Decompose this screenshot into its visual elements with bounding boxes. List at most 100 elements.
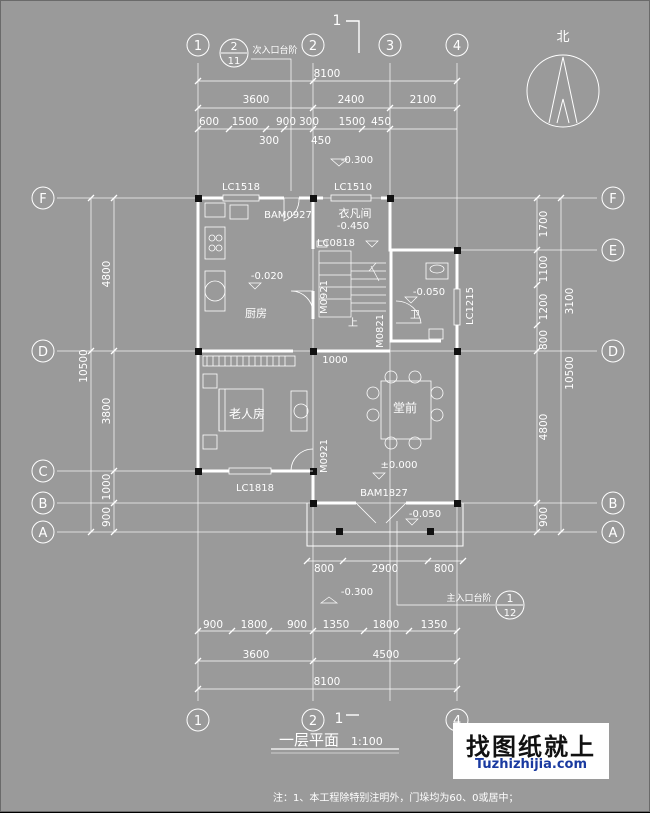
main-entry-ref-den: 12 [504,608,517,619]
elev-wc: -0.050 [413,287,445,298]
dim-top-d6: 450 [371,116,391,128]
axis-left-D: D [38,345,48,360]
dim-right-3100: 3100 [564,288,576,315]
axis-top-4: 4 [453,39,461,54]
room-elder: 老人房 [229,406,265,421]
axis-top-2-sub-den: 11 [228,56,241,67]
dim-top-total: 8100 [314,68,341,80]
axis-left-F: F [39,192,46,207]
dim-right-4800: 4800 [538,414,550,441]
dimension-texts: 8100 3600 2400 2100 600 1500 900 300 150… [199,68,454,688]
dim-left-1000: 1000 [101,474,113,501]
dim-top-d1: 600 [199,116,219,128]
axis-right-F: F [609,192,616,207]
door-bam1827: BAM1827 [360,488,408,499]
room-hall: 堂前 [393,400,417,415]
main-entry-ref-num: 1 [507,592,514,605]
dimension-texts-vertical: 10500 4800 3800 1000 900 1700 1100 1200 … [78,211,576,527]
dim-bot-d4: 1350 [323,619,350,631]
elev-top: -0.300 [341,155,373,166]
dim-porch-1: 800 [314,563,334,575]
dim-left-total: 10500 [78,349,90,382]
doors [283,197,422,524]
elev-porch: -0.050 [409,509,441,520]
dim-right-1200: 1200 [538,294,550,321]
axis-bottom-2: 2 [309,714,317,729]
dim-top-d8: 450 [311,135,331,147]
door-m0821: M0821 [375,314,386,348]
axis-top-2-sub-num: 2 [231,40,238,53]
drawing-title: 一层平面 [279,731,339,749]
plan-labels: 次入口台阶 主入口台阶 LC1518 LC1510 BAM0927 LC0818… [222,44,492,604]
dim-porch-2: 2900 [372,563,399,575]
room-laundry: 衣凡间 [339,206,372,220]
door-m0921-b: M0921 [319,439,330,473]
dim-top-d4: 300 [299,116,319,128]
axis-labels: 1 2 11 2 3 4 F D C B A F E D B A 1 2 4 1… [38,13,618,729]
dim-top-d2: 1500 [232,116,259,128]
north-arrow [526,54,600,128]
watermark-cn: 找图纸就上 [466,733,596,761]
axis-right-E: E [609,244,617,259]
elev-hall: ±0.000 [380,460,417,471]
dim-right-900: 900 [538,507,550,527]
title-block: 一层平面 1:100 注：1、本工程除特别注明外，门垛均为60、0或居中； [273,731,518,804]
windows [222,194,461,475]
elev-bottom: -0.300 [341,587,373,598]
dim-bot-d6: 1350 [421,619,448,631]
dim-right-1100: 1100 [538,256,550,283]
section-mark-bottom: 1 [335,711,344,727]
axis-right-B: B [609,497,618,512]
axis-bottom-4: 4 [453,714,461,729]
dim-right-total: 10500 [564,356,576,389]
dim-top-3600: 3600 [243,94,270,106]
columns [195,195,461,535]
dim-bot-d5: 1800 [373,619,400,631]
elev-kitchen: -0.020 [251,271,283,282]
dim-top-d7: 300 [259,135,279,147]
main-entry-label: 主入口台阶 [446,592,491,604]
dimension-lines [90,80,562,690]
dim-left-900: 900 [101,507,113,527]
axis-top-3: 3 [386,39,394,54]
dim-top-2100: 2100 [410,94,437,106]
dim-bot-4500: 4500 [373,649,400,661]
dim-bot-d2: 1800 [241,619,268,631]
side-entry-label: 次入口台阶 [252,44,297,56]
dim-top-2400: 2400 [338,94,365,106]
window-lc1518: LC1518 [222,182,260,193]
dim-top-d3: 900 [276,116,296,128]
staircase [318,250,386,318]
window-lc0818: LC0818 [317,238,355,249]
dim-top-d5: 1500 [339,116,366,128]
dim-right-1700: 1700 [538,211,550,238]
door-m0921-a: M0921 [319,280,330,314]
dim-bot-d1: 900 [203,619,223,631]
axis-left-B: B [39,497,48,512]
watermark-url: Tuzhizhijia.com [474,757,588,772]
dim-porch-3: 800 [434,563,454,575]
elev-laundry: -0.450 [337,221,369,232]
axis-left-A: A [39,526,48,541]
axis-right-D: D [608,345,618,360]
stair-up: 上 [348,317,358,329]
dim-bot-total: 8100 [314,676,341,688]
window-lc1818: LC1818 [236,483,274,494]
room-wc: 卫 [410,310,420,321]
north-label: 北 [556,30,569,45]
leader-lines [248,58,495,754]
axis-top-1: 1 [194,39,202,54]
door-bam0927: BAM0927 [264,210,312,221]
axis-left-C: C [38,465,47,480]
axis-top-2: 2 [309,39,317,54]
drawing-scale: 1:100 [351,735,383,748]
window-lc1215: LC1215 [465,287,476,325]
room-kitchen: 厨房 [245,307,267,320]
dim-bot-3600: 3600 [243,649,270,661]
corridor-dim: 1000 [322,355,347,366]
axis-right-A: A [609,526,618,541]
dim-right-800: 800 [538,330,550,350]
furniture [202,202,449,450]
